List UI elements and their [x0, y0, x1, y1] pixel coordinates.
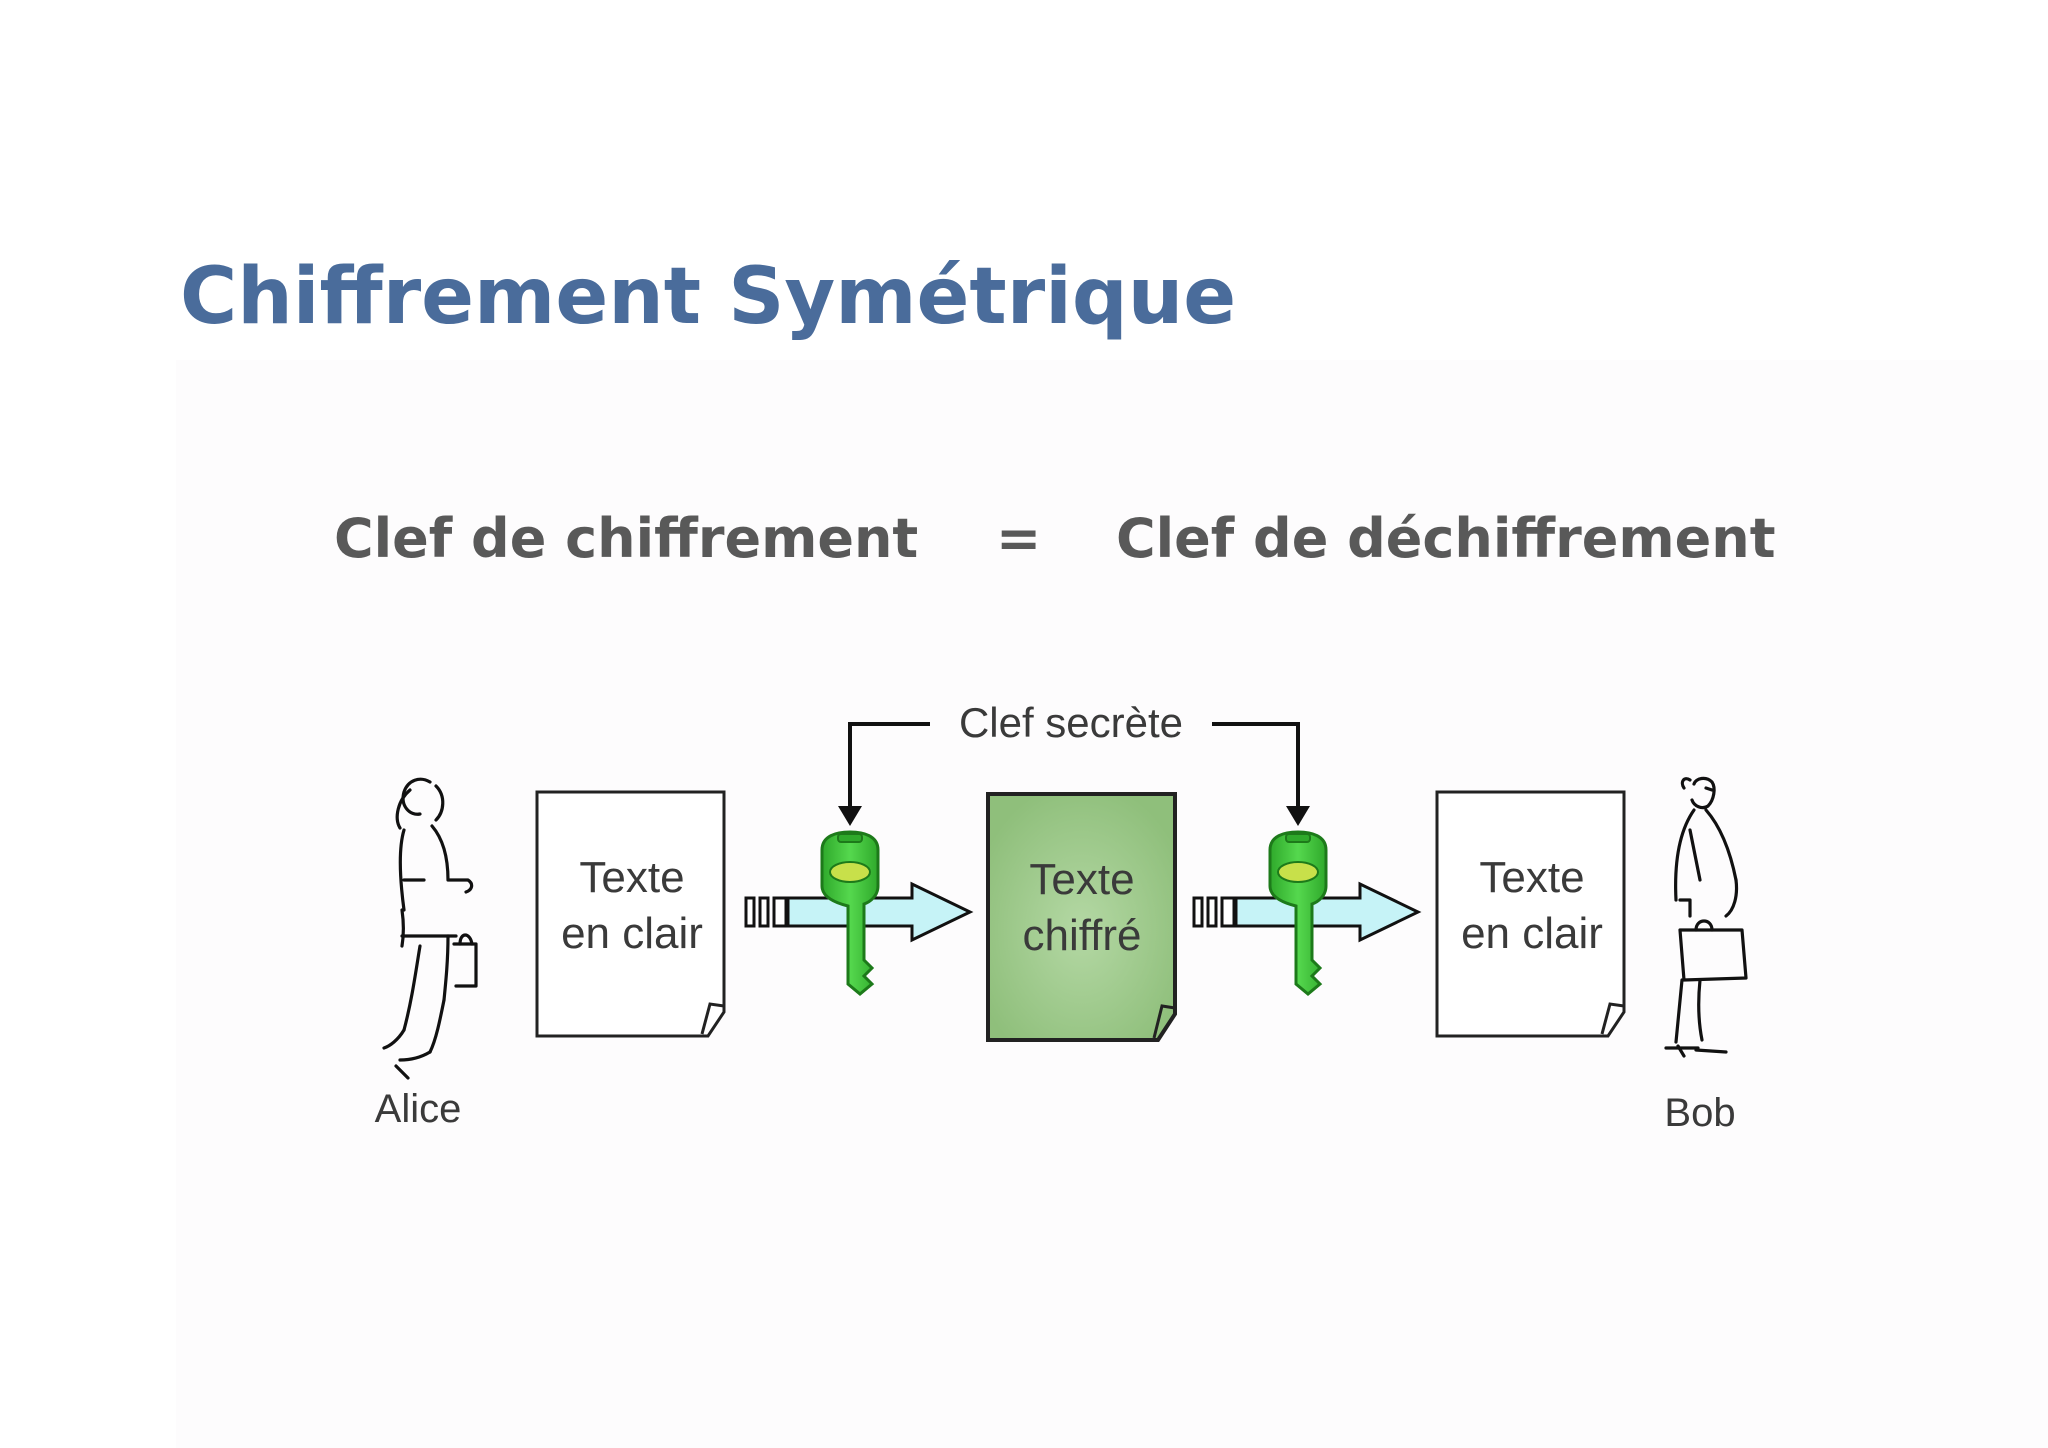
right-arrow-icon: [786, 881, 974, 943]
equals-sign: =: [996, 507, 1042, 570]
key-icon-encrypt: [820, 830, 880, 996]
secret-key-connector: Clef secrète: [838, 699, 1310, 826]
person-woman-icon: [382, 777, 478, 1080]
key-icon-decrypt: [1268, 830, 1328, 996]
receiver-label: Bob: [1664, 1091, 1735, 1135]
plaintext-right-line2: en clair: [1461, 909, 1603, 958]
secret-key-label: Clef secrète: [959, 699, 1183, 746]
plaintext-document-right: Texte en clair: [1435, 790, 1626, 1038]
encryption-key-label: Clef de chiffrement: [334, 507, 919, 570]
right-arrow-icon-2: [1234, 881, 1422, 943]
person-man-icon: [1664, 776, 1748, 1058]
plaintext-document-left: Texte en clair: [535, 790, 726, 1038]
down-arrow-icon-left: [838, 806, 862, 826]
decryption-key-label: Clef de déchiffrement: [1116, 507, 1776, 570]
plaintext-left-line2: en clair: [561, 909, 703, 958]
ciphertext-line1: Texte: [1029, 855, 1134, 904]
plaintext-left-line1: Texte: [579, 853, 684, 902]
slide-title: Chiffrement Symétrique: [180, 252, 1237, 342]
ciphertext-line2: chiffré: [1022, 911, 1141, 960]
plaintext-right-line1: Texte: [1479, 853, 1584, 902]
sender-label: Alice: [375, 1087, 462, 1131]
down-arrow-icon-right: [1286, 806, 1310, 826]
ciphertext-document: Texte chiffré: [986, 792, 1177, 1042]
